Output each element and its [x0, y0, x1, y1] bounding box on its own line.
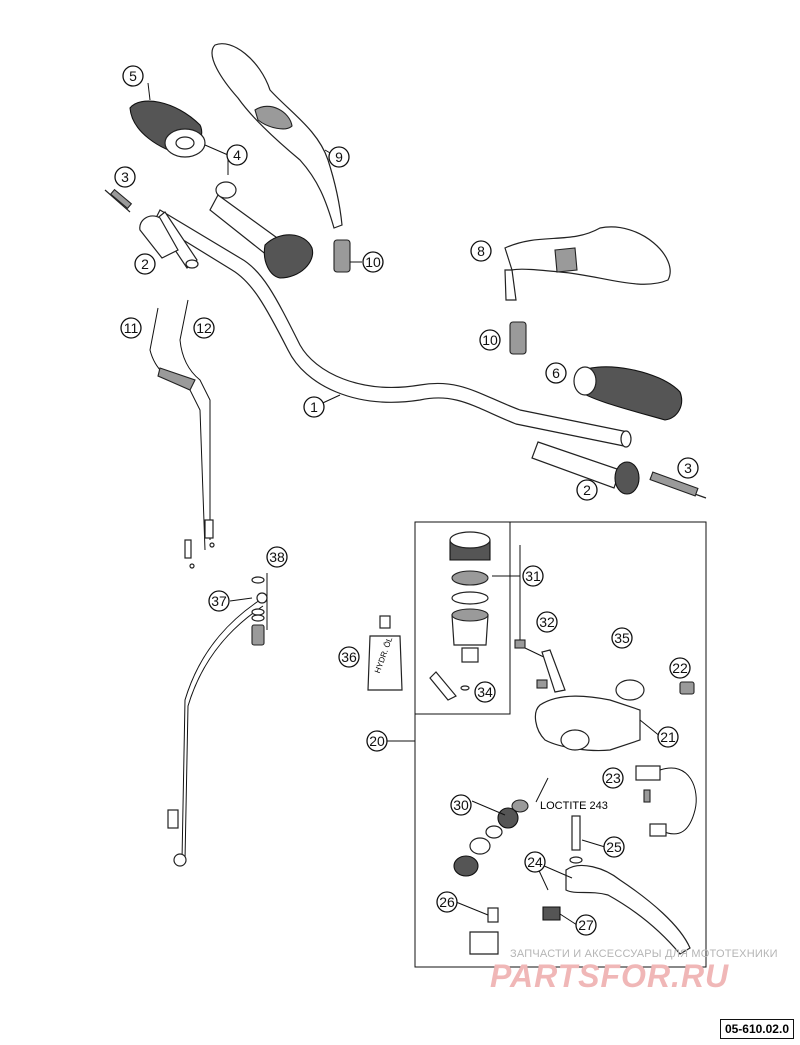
callout-32: 32 [536, 611, 558, 633]
svg-text:3: 3 [684, 460, 692, 476]
callout-20: 20 [366, 730, 388, 752]
svg-text:25: 25 [606, 839, 622, 855]
master-cylinder-frame [414, 521, 707, 968]
callout-12: 12 [193, 317, 215, 339]
svg-text:4: 4 [233, 147, 241, 163]
lever-clip [469, 907, 499, 955]
hand-guard-left [211, 43, 351, 273]
callout-23: 23 [602, 767, 624, 789]
callout-2-right: 2 [576, 479, 598, 501]
brake-light-switch: LOCTITE 243 [540, 765, 697, 837]
svg-text:34: 34 [477, 684, 493, 700]
svg-text:32: 32 [539, 614, 555, 630]
callout-22: 22 [669, 657, 691, 679]
svg-text:24: 24 [527, 854, 543, 870]
svg-text:11: 11 [124, 320, 139, 336]
callout-38: 38 [266, 546, 288, 568]
mount-bolts [514, 639, 566, 693]
bar-end-right [531, 441, 707, 499]
callout-31: 31 [522, 565, 544, 587]
callout-3-right: 3 [677, 457, 699, 479]
svg-text:20: 20 [369, 733, 385, 749]
callout-21: 21 [657, 726, 679, 748]
svg-text:35: 35 [614, 630, 630, 646]
reservoir-screw [679, 681, 695, 695]
callout-1: 1 [303, 396, 325, 418]
callout-6: 6 [545, 362, 567, 384]
brake-hose [167, 592, 268, 867]
callout-37: 37 [208, 590, 230, 612]
svg-text:3: 3 [121, 169, 129, 185]
callout-4: 4 [226, 144, 248, 166]
svg-text:2: 2 [141, 256, 149, 272]
hydraulic-oil-bottle: HYDR. ÖL [367, 615, 403, 691]
svg-text:22: 22 [672, 660, 688, 676]
callout-3-left: 3 [114, 166, 136, 188]
callout-9: 9 [328, 146, 350, 168]
callout-24: 24 [524, 851, 546, 873]
callout-10-right: 10 [479, 329, 501, 351]
master-cylinder-body [534, 679, 645, 752]
handlebar-part [153, 209, 632, 448]
callout-35: 35 [611, 627, 633, 649]
callout-27: 27 [575, 914, 597, 936]
callout-5: 5 [122, 65, 144, 87]
banjo-washers [251, 576, 265, 646]
callout-36: 36 [338, 646, 360, 668]
svg-text:10: 10 [482, 332, 498, 348]
hand-guard-right [504, 226, 671, 355]
svg-text:26: 26 [439, 894, 455, 910]
callout-25: 25 [603, 836, 625, 858]
svg-text:6: 6 [552, 365, 560, 381]
grip-right-part [573, 366, 683, 421]
svg-text:38: 38 [269, 549, 285, 565]
watermark-logo: PARTSFOR.RU [490, 958, 730, 994]
callout-11: 11 [120, 317, 142, 339]
svg-text:2: 2 [583, 482, 591, 498]
svg-text:31: 31 [525, 568, 541, 584]
callout-10-left: 10 [362, 251, 384, 273]
pivot-bolt [569, 815, 583, 864]
throttle-grip-assembly [104, 100, 314, 279]
callout-34: 34 [474, 681, 496, 703]
loctite-label: LOCTITE 243 [540, 800, 608, 812]
svg-text:21: 21 [660, 729, 676, 745]
svg-text:9: 9 [335, 149, 343, 165]
lever-adjuster [542, 906, 561, 921]
callout-8: 8 [470, 240, 492, 262]
svg-text:23: 23 [605, 770, 621, 786]
watermark-subtitle: ЗАПЧАСТИ И АКСЕССУАРЫ ДЛЯ МОТОТЕХНИКИ [510, 948, 778, 960]
svg-text:12: 12 [196, 320, 212, 336]
svg-text:8: 8 [477, 243, 485, 259]
reservoir-parts [429, 531, 491, 701]
svg-text:5: 5 [129, 68, 137, 84]
callout-2-left: 2 [134, 253, 156, 275]
callout-26: 26 [436, 891, 458, 913]
reservoir-subframe [414, 521, 511, 715]
svg-text:30: 30 [453, 797, 469, 813]
svg-text:1: 1 [310, 399, 318, 415]
piston-kit [453, 777, 549, 877]
svg-text:10: 10 [365, 254, 381, 270]
document-code: 05-610.02.0 [719, 1019, 794, 1039]
brake-lever [565, 865, 691, 955]
throttle-cables [149, 299, 215, 569]
svg-text:37: 37 [211, 593, 227, 609]
svg-text:36: 36 [341, 649, 357, 665]
callout-30: 30 [450, 794, 472, 816]
svg-text:27: 27 [578, 917, 594, 933]
